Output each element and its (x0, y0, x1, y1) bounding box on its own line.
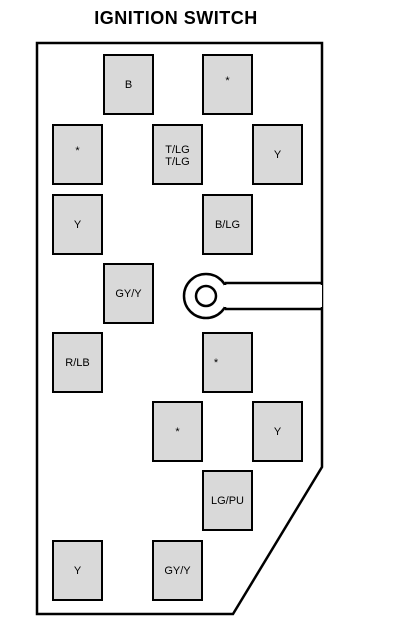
terminal-label-line2: T/LG (165, 156, 189, 168)
terminal-row6-right: Y (252, 401, 303, 462)
terminal-row7-center: LG/PU (202, 470, 253, 531)
terminal-label: R/LB (65, 357, 89, 369)
terminal-label: * (175, 426, 180, 438)
terminal-bottom-left: Y (52, 540, 103, 601)
terminal-label: B/LG (215, 219, 240, 231)
terminal-row2-center: T/LG T/LG (152, 124, 203, 185)
terminal-label-line1: T/LG (165, 144, 189, 156)
terminal-row5-left: R/LB (52, 332, 103, 393)
terminal-top-right: * (202, 54, 253, 115)
terminal-label: Y (74, 219, 82, 231)
terminal-row3-left: Y (52, 194, 103, 255)
terminal-label: GY/Y (164, 565, 191, 577)
terminal-row2-left: * (52, 124, 103, 185)
diagram-title: IGNITION SWITCH (94, 8, 258, 28)
terminal-label: Y (74, 565, 82, 577)
switch-lever (182, 272, 322, 320)
terminal-row3-right: B/LG (202, 194, 253, 255)
terminal-bottom-center: GY/Y (152, 540, 203, 601)
terminal-label: * (214, 357, 219, 369)
terminal-top-center: B (103, 54, 154, 115)
terminal-label: Y (274, 149, 282, 161)
terminal-row2-right: Y (252, 124, 303, 185)
terminal-label: GY/Y (115, 288, 142, 300)
lever-arm-fill (224, 285, 322, 307)
switch-housing-outline (35, 41, 324, 616)
terminal-row6-left: * (152, 401, 203, 462)
lever-ring-inner (194, 284, 218, 308)
terminal-label: LG/PU (211, 495, 244, 507)
terminal-row5-right: * (202, 332, 253, 393)
terminal-label: Y (274, 426, 282, 438)
terminal-label: B (125, 79, 132, 91)
terminal-label: * (75, 145, 80, 157)
terminal-mid-left: GY/Y (103, 263, 154, 324)
terminal-label: * (225, 75, 230, 87)
